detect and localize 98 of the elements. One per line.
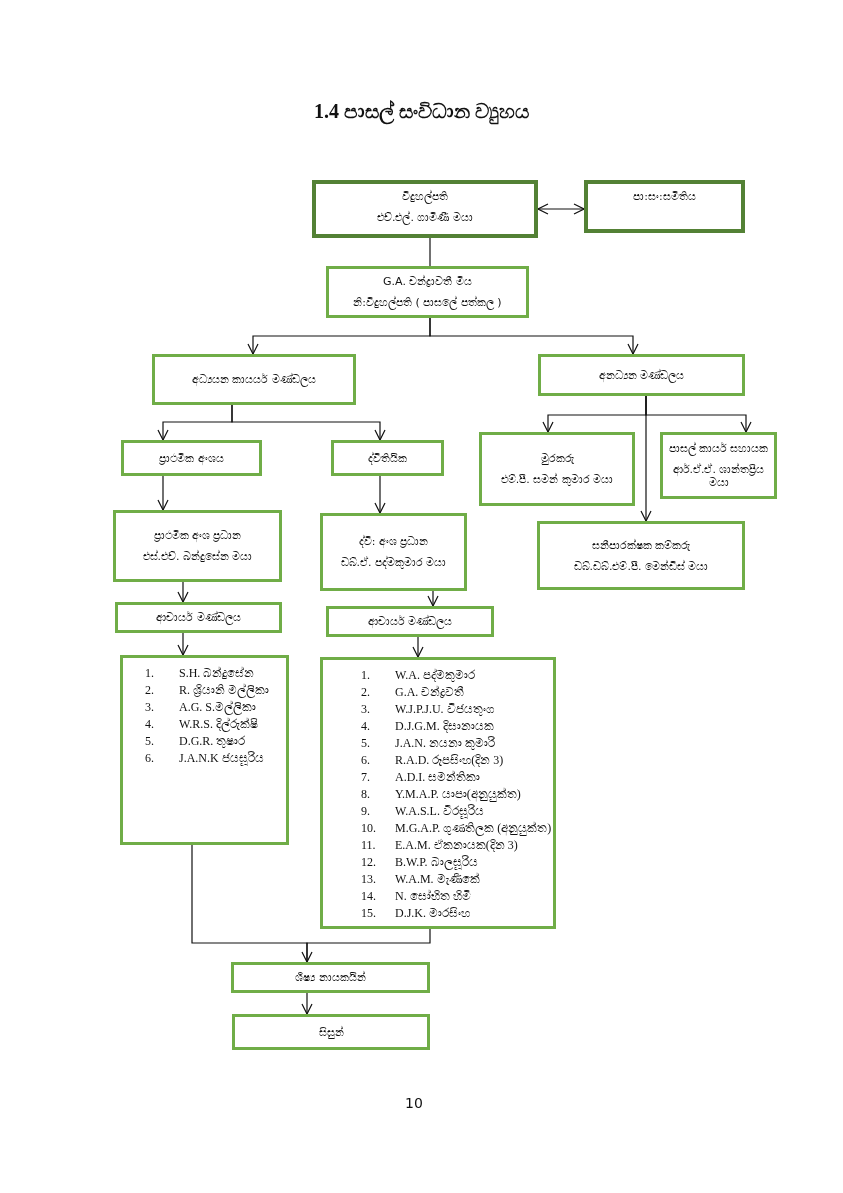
page-title: 1.4 පාසල් සංවිධාන ව්‍යුහය <box>0 100 843 123</box>
list-number: 3. <box>361 702 371 717</box>
list-number: 4. <box>361 719 371 734</box>
arrow <box>177 632 189 656</box>
org-box <box>113 510 282 582</box>
box-heading: ප්‍රාථමික අංශය <box>159 451 224 465</box>
arrow <box>374 475 386 514</box>
box-heading: සනීපාරක්ෂක කම්කරු <box>591 538 691 552</box>
person-name: නි:විදුහල්පති ( පාසලේ පත්කල ) <box>353 296 502 309</box>
list-number: 13. <box>361 872 377 887</box>
list-item: R.A.D. රූපසිංහ(දින 3) <box>395 753 505 768</box>
org-box <box>320 513 467 591</box>
arrow <box>231 404 386 441</box>
list-item: J.A.N.K ජයසූරිය <box>179 751 265 766</box>
list-item: G.A. චන්ද්‍රවතී <box>395 685 466 700</box>
list-number: 4. <box>145 717 155 732</box>
box-heading: විදුහල්පති <box>402 190 448 203</box>
list-number: 6. <box>145 751 155 766</box>
box-heading: මුරකරු <box>540 452 574 465</box>
list-item: R. ශ්‍රියානි මල්ලිකා <box>179 683 270 698</box>
list-item: M.G.A.P. ගුණතිලක (අනුයුක්ත) <box>395 821 553 836</box>
person-name: එස්.එච්. බන්දුසේන මයා <box>142 550 253 563</box>
list-item: S.H. බන්දුසේන <box>179 666 256 681</box>
org-box <box>121 440 262 476</box>
list-number: 1. <box>361 668 371 683</box>
list-item: E.A.M. ඒකනායක(දින 3) <box>395 838 519 853</box>
list-number: 10. <box>361 821 377 836</box>
org-box <box>326 606 494 637</box>
person-name: එච්.එල්. ගාමිණී මයා <box>377 211 473 224</box>
box-heading: අනධ්‍යන මණ්ඩලය <box>598 368 685 382</box>
person-name: ඩබ්.ඒ. පද්මකුමාර මයා <box>340 556 447 569</box>
arrow <box>301 992 313 1015</box>
list-item: W.A.S.L. වීරසූරිය <box>395 804 485 819</box>
box-heading: ආචායර් මණ්ඩලය <box>156 611 241 624</box>
connector-line <box>429 237 431 267</box>
org-box <box>232 1014 430 1050</box>
box-heading: ආචායර් මණ්ඩලය <box>367 615 453 628</box>
org-box <box>231 962 430 993</box>
box-heading: G.A. චන්ද්‍රාවතී මිය <box>383 275 472 288</box>
page-number: 10 <box>405 1095 423 1111</box>
person-name: ඩබ්.ඩබ්.එම්.පී. මෙන්ඩිස් මයා <box>573 559 709 573</box>
list-number: 6. <box>361 753 371 768</box>
list-number: 15. <box>361 906 377 921</box>
list-number: 3. <box>145 700 155 715</box>
box-heading: ප්‍රාථමික අංශ ප්‍රධාන <box>153 529 242 542</box>
list-item: W.J.P.J.U. විජයතුංග <box>395 702 496 717</box>
box-heading: පා:සං:සමිතිය <box>633 190 696 203</box>
arrow <box>537 203 585 215</box>
arrow <box>177 581 189 603</box>
list-number: 14. <box>361 889 377 904</box>
list-number: 5. <box>145 734 155 749</box>
arrow <box>301 928 431 963</box>
org-box <box>115 602 282 633</box>
box-heading: පාසල් කායර් සහායක <box>668 442 769 455</box>
list-item: Y.M.A.P. යාපා(අනුයුක්ත) <box>395 787 522 802</box>
org-box <box>538 354 745 396</box>
person-name: එම්.පී. සමන් කුමාර මයා <box>500 473 614 486</box>
list-item: W.A.M. මැණිකේ <box>395 872 481 887</box>
name-list-box <box>120 655 289 845</box>
arrow <box>412 636 424 658</box>
box-heading: අධ්‍යයන කායර්ය මණ්ඩලය <box>192 373 316 386</box>
org-box <box>331 440 444 476</box>
arrow <box>157 475 169 511</box>
person-name: ආර්.ඒ.ඒ. ශාන්තප්‍රිය මයා <box>671 463 766 489</box>
list-item: A.G. S.මල්ලිකා <box>179 700 257 715</box>
list-item: D.J.K. මාරසිංහ <box>395 906 471 921</box>
list-item: D.G.R. තුෂාර <box>179 734 247 749</box>
list-number: 7. <box>361 770 371 785</box>
org-box <box>660 432 777 499</box>
list-item: J.A.N. නයනා කුමාරි <box>395 736 496 751</box>
org-box <box>326 266 529 318</box>
list-item: W.R.S. දිල්රුක්ෂි <box>179 717 259 732</box>
arrow <box>640 395 652 522</box>
list-item: D.J.G.M. දිසානායක <box>395 719 495 734</box>
org-box <box>584 180 745 233</box>
list-number: 1. <box>145 666 155 681</box>
box-heading: සිසුන් <box>318 1025 344 1039</box>
list-number: 8. <box>361 787 371 802</box>
list-number: 12. <box>361 855 377 870</box>
org-box <box>537 521 745 590</box>
arrow <box>427 590 439 607</box>
org-box <box>479 432 635 506</box>
arrow <box>429 317 639 355</box>
list-item: N. සෝභිත හිමි <box>395 889 472 904</box>
list-number: 11. <box>361 838 377 853</box>
list-item: W.A. පද්මකුමාර <box>395 668 476 683</box>
list-number: 2. <box>361 685 371 700</box>
list-number: 9. <box>361 804 371 819</box>
name-list-box <box>320 657 556 929</box>
box-heading: ද්විතියික <box>368 451 407 465</box>
list-number: 5. <box>361 736 371 751</box>
list-number: 2. <box>145 683 155 698</box>
box-heading: ශිෂ්‍ය නායකයින් <box>295 971 366 984</box>
org-box <box>312 180 538 238</box>
org-box <box>152 354 356 405</box>
list-item: A.D.I. සමන්තිකා <box>395 770 482 785</box>
list-item: B.W.P. බාලසූරිය <box>395 855 479 870</box>
box-heading: ද්වි: අංශ ප්‍රධාන <box>358 535 429 548</box>
